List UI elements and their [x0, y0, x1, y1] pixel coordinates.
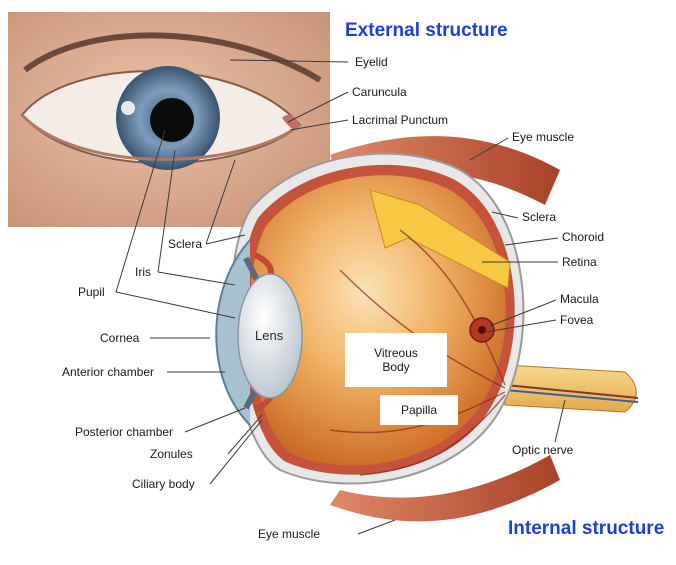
- optic-nerve-shape: [505, 365, 636, 412]
- label-ciliary-body: Ciliary body: [132, 477, 195, 491]
- label-anterior-chamber: Anterior chamber: [62, 365, 154, 379]
- label-sclera-right: Sclera: [522, 210, 556, 224]
- label-eye-muscle-top: Eye muscle: [512, 130, 574, 144]
- label-zonules: Zonules: [150, 447, 193, 461]
- label-eyelid: Eyelid: [355, 55, 388, 69]
- label-posterior-chamber: Posterior chamber: [75, 425, 173, 439]
- label-lens: Lens: [255, 328, 283, 343]
- label-pupil: Pupil: [78, 285, 105, 299]
- label-iris: Iris: [135, 265, 151, 279]
- label-macula: Macula: [560, 292, 599, 306]
- external-structure-heading: External structure: [345, 20, 508, 42]
- fovea-shape: [478, 326, 486, 334]
- label-choroid: Choroid: [562, 230, 604, 244]
- label-optic-nerve: Optic nerve: [512, 443, 573, 457]
- label-caruncula: Caruncula: [352, 85, 407, 99]
- pupil-shape: [150, 98, 194, 142]
- label-papilla: Papilla: [380, 395, 458, 425]
- label-fovea: Fovea: [560, 313, 593, 327]
- label-retina: Retina: [562, 255, 597, 269]
- label-cornea: Cornea: [100, 331, 139, 345]
- label-sclera-left: Sclera: [168, 237, 202, 251]
- label-eye-muscle-bottom: Eye muscle: [258, 527, 320, 541]
- internal-structure-heading: Internal structure: [508, 518, 664, 540]
- label-vitreous-body: Vitreous Body: [345, 333, 447, 387]
- label-lacrimal-punctum: Lacrimal Punctum: [352, 113, 448, 127]
